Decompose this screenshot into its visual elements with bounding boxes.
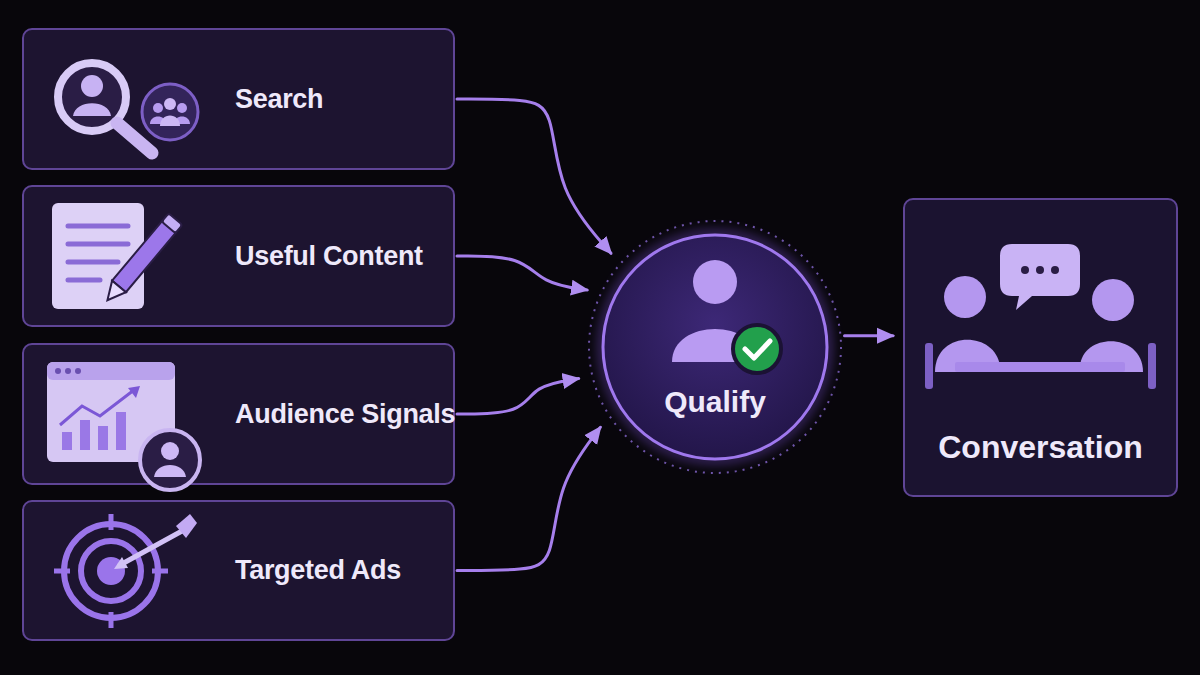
- outcome-box: Conversation: [903, 198, 1178, 497]
- circle-glow: [603, 235, 827, 459]
- node-label: Audience Signals: [235, 345, 455, 483]
- flow-arrow: [845, 334, 893, 337]
- flow-arrow: [457, 427, 600, 570]
- node-label: Useful Content: [235, 187, 423, 325]
- channel-box: Useful Content: [22, 185, 455, 327]
- channel-box: Search: [22, 28, 455, 170]
- flow-arrow: [457, 256, 587, 290]
- node-label: Conversation: [905, 428, 1176, 466]
- node-label: Qualify: [587, 384, 843, 420]
- flow-arrow: [457, 378, 579, 414]
- circle-fill: [603, 235, 827, 459]
- node-label: Targeted Ads: [235, 502, 401, 639]
- channel-box: Targeted Ads: [22, 500, 455, 641]
- circle-outline: [587, 219, 843, 475]
- node-label: Search: [235, 30, 323, 168]
- connector-group: [457, 99, 893, 571]
- flow-arrow: [457, 99, 611, 253]
- qualify-circle: Qualify: [587, 219, 843, 475]
- channel-box: Audience Signals: [22, 343, 455, 485]
- dotted-ring: [589, 221, 841, 473]
